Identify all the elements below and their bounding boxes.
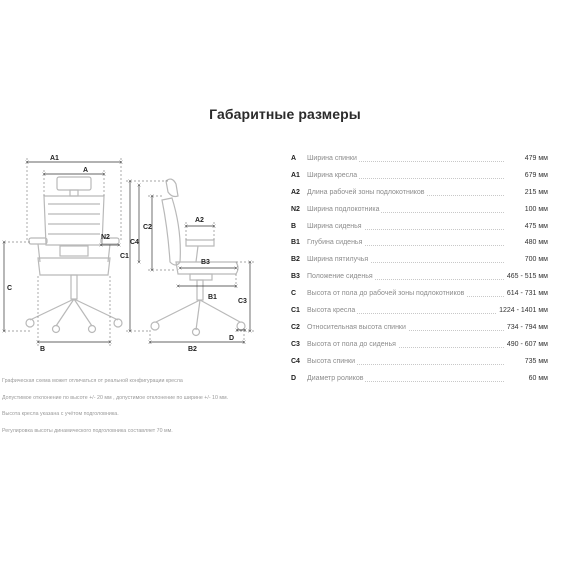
spec-name: Ширина сиденья — [307, 220, 364, 233]
spec-code: A1 — [291, 171, 300, 179]
label-b1: B1 — [208, 294, 217, 301]
spec-row: D Диаметр роликов 60 мм — [291, 372, 548, 390]
note-text: Допустимое отклонение по высоте +/- 20 м… — [2, 394, 229, 401]
spec-code: B1 — [291, 239, 300, 247]
label-b2: B2 — [188, 346, 197, 353]
spec-code: C3 — [291, 340, 300, 348]
spec-name: Ширина спинки — [307, 153, 359, 165]
label-c2: C2 — [143, 224, 152, 231]
spec-row: C1 Высота кресла 1224 - 1401 мм — [291, 305, 548, 322]
spec-row: A Ширина спинки 479 мм — [291, 153, 548, 170]
spec-row: C2 Относительная высота спинки 734 - 794… — [291, 321, 548, 339]
label-b3: B3 — [201, 259, 210, 266]
spec-name: Длина рабочей зоны подлокотников — [307, 186, 427, 199]
spec-row: C4 Высота спинки 735 мм — [291, 355, 548, 373]
spec-value: 734 - 794 мм — [504, 321, 548, 334]
spec-name: Относительная высота спинки — [307, 321, 408, 334]
note-text: Высота кресла указана с учётом подголовн… — [2, 411, 119, 417]
specs-table: A Ширина спинки 479 мм A1 Ширина кресла … — [291, 153, 548, 389]
spec-name: Положение сиденья — [307, 271, 375, 284]
spec-value: 490 - 607 мм — [504, 338, 548, 351]
spec-name: Ширина пятилучья — [307, 254, 371, 267]
spec-code: B — [291, 222, 297, 230]
label-d: D — [229, 335, 234, 342]
spec-code: C4 — [291, 357, 300, 365]
label-a: A — [83, 167, 88, 174]
spec-row: B Ширина сиденья 475 мм — [291, 220, 548, 238]
spec-value: 1224 - 1401 мм — [497, 305, 548, 318]
label-c3: C3 — [238, 298, 247, 305]
spec-code: C — [291, 290, 297, 298]
spec-value: 60 мм — [526, 372, 548, 385]
label-c4: C4 — [130, 239, 139, 246]
spec-value: 480 мм — [522, 237, 548, 250]
spec-name: Диаметр роликов — [307, 372, 366, 385]
spec-row: C Высота от пола до рабочей зоны подлоко… — [291, 288, 548, 305]
spec-code: B3 — [291, 273, 300, 281]
page-title: Габаритные размеры — [209, 106, 361, 122]
label-c: C — [7, 285, 12, 292]
spec-row: A1 Ширина кресла 679 мм — [291, 169, 548, 187]
label-a2: A2 — [195, 217, 204, 224]
spec-name: Высота кресла — [307, 305, 358, 318]
spec-name: Ширина кресла — [307, 169, 360, 182]
spec-name: Ширина подлокотника — [307, 203, 382, 216]
side-view-chair — [150, 178, 246, 337]
spec-row: B1 Глубина сиденья 480 мм — [291, 237, 548, 254]
spec-code: B2 — [291, 256, 300, 264]
spec-code: A — [291, 155, 297, 162]
spec-row: N2 Ширина подлокотника 100 мм — [291, 203, 548, 221]
spec-value: 100 мм — [522, 203, 548, 216]
spec-value: 215 мм — [522, 186, 548, 199]
spec-name: Высота от пола до сиденья — [307, 338, 398, 351]
label-n2: N2 — [101, 234, 110, 241]
spec-row: B2 Ширина пятилучья 700 мм — [291, 254, 548, 271]
note-text: Регулировка высоты динамического подголо… — [2, 427, 173, 434]
spec-value: 614 - 731 мм — [504, 288, 548, 301]
label-b: B — [40, 346, 45, 353]
spec-code: A2 — [291, 188, 300, 196]
spec-code: N2 — [291, 205, 300, 213]
spec-value: 679 мм — [522, 169, 548, 182]
spec-value: 465 - 515 мм — [504, 271, 548, 284]
spec-row: B3 Положение сиденья 465 - 515 мм — [291, 271, 548, 288]
spec-name: Высота от пола до рабочей зоны подлокотн… — [307, 288, 467, 301]
spec-value: 475 мм — [522, 220, 548, 233]
front-view-chair — [25, 176, 123, 334]
spec-value: 700 мм — [522, 254, 548, 267]
spec-value: 479 мм — [522, 153, 548, 165]
front-dimension-lines — [4, 158, 121, 346]
chair-dimensions-diagram: A1 A N2 C B C4 C2 C1 A2 B3 B1 C3 D B2 — [0, 155, 254, 353]
spec-row: A2 Длина рабочей зоны подлокотников 215 … — [291, 186, 548, 204]
spec-row: C3 Высота от пола до сиденья 490 - 607 м… — [291, 338, 548, 356]
label-c1: C1 — [120, 253, 129, 260]
spec-code: D — [291, 374, 297, 382]
spec-code: C2 — [291, 323, 300, 331]
side-dimension-lines — [126, 181, 254, 346]
notes: Графическая схема может отличаться от ре… — [2, 377, 252, 443]
note-text: Графическая схема может отличаться от ре… — [2, 378, 183, 384]
spec-code: C1 — [291, 307, 300, 315]
label-a1: A1 — [50, 155, 59, 162]
spec-value: 735 мм — [522, 355, 548, 368]
spec-name: Высота спинки — [307, 355, 358, 368]
spec-name: Глубина сиденья — [307, 237, 365, 250]
